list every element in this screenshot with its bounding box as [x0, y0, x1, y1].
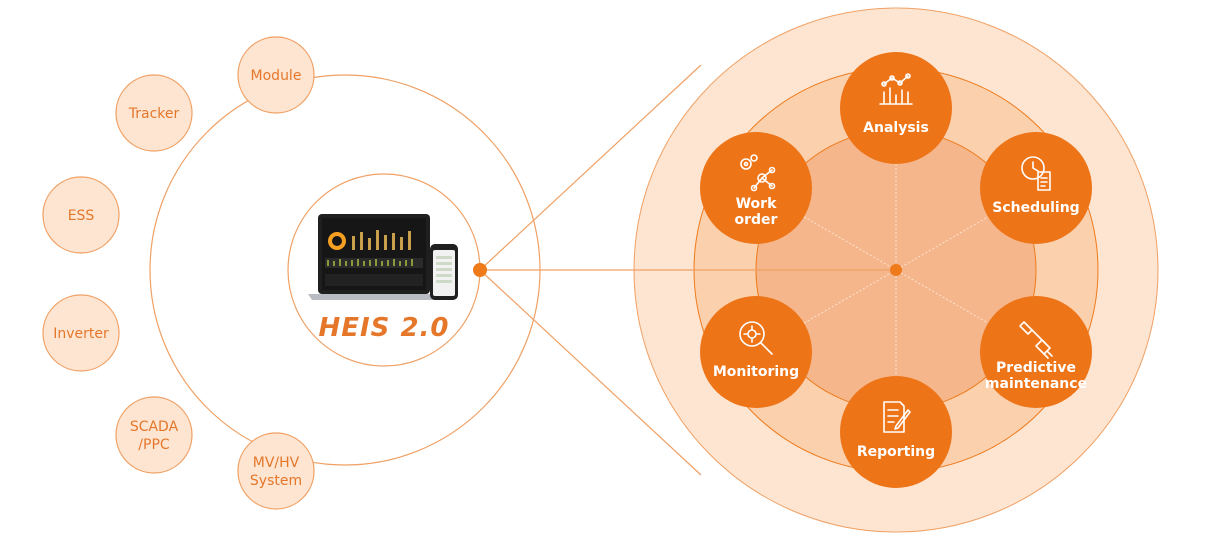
gears-network-icon	[740, 154, 776, 192]
function-circle	[840, 52, 952, 164]
system-node-ess: ESS	[42, 176, 120, 254]
clock-document-icon	[1021, 156, 1051, 191]
wrench-plug-icon	[1019, 321, 1053, 359]
function-label: Monitoring	[713, 364, 799, 380]
node-circle	[237, 432, 315, 510]
system-node-inverter: Inverter	[42, 294, 120, 372]
node-circle	[42, 294, 120, 372]
hub-dot	[473, 263, 487, 277]
function-circle	[700, 296, 812, 408]
function-label: Analysis	[863, 120, 929, 136]
chart-icon	[879, 73, 913, 105]
function-circle	[980, 132, 1092, 244]
function-scheduling: Scheduling	[980, 132, 1092, 244]
center-dot	[890, 264, 902, 276]
function-monitoring: Monitoring	[700, 296, 812, 408]
magnifier-gear-icon	[739, 321, 773, 355]
node-circle	[42, 176, 120, 254]
node-label: SCADA/PPC	[130, 419, 179, 453]
left-orbit	[149, 74, 541, 466]
connector-lines	[479, 64, 896, 476]
function-label: Scheduling	[992, 200, 1079, 216]
brand-title: HEIS 2.0	[318, 313, 449, 343]
node-label: Tracker	[128, 106, 180, 122]
system-node-module: Module	[237, 36, 315, 114]
function-analysis: Analysis	[840, 52, 952, 164]
function-label: Reporting	[857, 444, 935, 460]
dashboard-devices	[308, 214, 458, 300]
node-label: Inverter	[53, 326, 109, 342]
system-node-tracker: Tracker	[115, 74, 193, 152]
node-circle	[237, 36, 315, 114]
node-label: Module	[251, 68, 302, 84]
node-label: ESS	[68, 208, 95, 224]
function-circle	[980, 296, 1092, 408]
document-pen-icon	[883, 401, 911, 433]
node-circle	[115, 396, 193, 474]
system-node-scada-ppc: SCADA/PPC	[115, 396, 193, 474]
function-reporting: Reporting	[840, 376, 952, 488]
node-circle	[115, 74, 193, 152]
laptop-base	[308, 294, 440, 300]
